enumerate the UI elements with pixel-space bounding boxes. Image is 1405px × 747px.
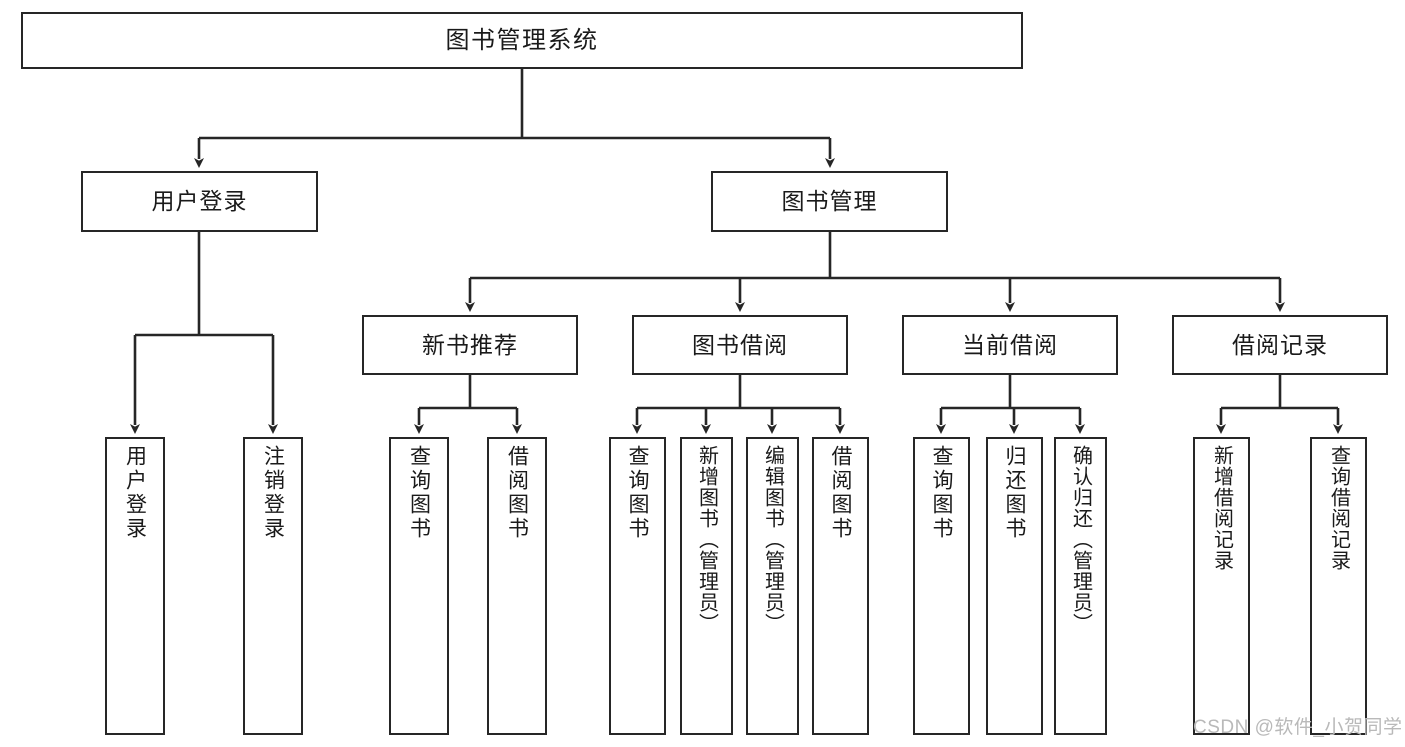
node-leaf-edit-book-admin[interactable]: 编辑图书（管理员） [746, 437, 799, 735]
node-leaf-logout[interactable]: 注销登录 [243, 437, 303, 735]
node-leaf-query-borrow-record[interactable]: 查询借阅记录 [1310, 437, 1367, 735]
node-book-manage-label: 图书管理 [781, 188, 878, 215]
node-leaf-borrow-book-1[interactable]: 借阅图书 [487, 437, 547, 735]
node-current-borrow-label: 当前借阅 [962, 331, 1058, 358]
node-leaf-add-book-admin[interactable]: 新增图书（管理员） [680, 437, 733, 735]
node-leaf-return-book[interactable]: 归还图书 [986, 437, 1043, 735]
edge-paths [130, 69, 1343, 434]
node-leaf-add-borrow-record[interactable]: 新增借阅记录 [1193, 437, 1250, 735]
node-leaf-query-book-1[interactable]: 查询图书 [389, 437, 449, 735]
node-leaf-edit-book-admin-label: 编辑图书（管理员） [761, 445, 784, 634]
node-leaf-query-book-3[interactable]: 查询图书 [913, 437, 970, 735]
node-leaf-query-book-3-label: 查询图书 [930, 445, 953, 541]
node-leaf-borrow-book-2[interactable]: 借阅图书 [812, 437, 869, 735]
node-borrow-record[interactable]: 借阅记录 [1172, 315, 1388, 375]
node-leaf-query-book-2-label: 查询图书 [626, 445, 649, 541]
node-book-borrow-label: 图书借阅 [692, 331, 788, 358]
node-borrow-record-label: 借阅记录 [1232, 331, 1328, 358]
node-user-login-label: 用户登录 [151, 188, 248, 215]
node-leaf-confirm-return-admin-label: 确认归还（管理员） [1069, 445, 1092, 634]
node-leaf-borrow-book-2-label: 借阅图书 [829, 445, 852, 541]
node-leaf-confirm-return-admin[interactable]: 确认归还（管理员） [1054, 437, 1107, 735]
node-leaf-return-book-label: 归还图书 [1003, 445, 1026, 541]
node-leaf-query-book-2[interactable]: 查询图书 [609, 437, 666, 735]
node-root[interactable]: 图书管理系统 [21, 12, 1023, 69]
node-user-login[interactable]: 用户登录 [81, 171, 318, 232]
node-leaf-user-login-label: 用户登录 [123, 445, 147, 541]
node-leaf-add-book-admin-label: 新增图书（管理员） [695, 445, 718, 634]
node-leaf-query-book-1-label: 查询图书 [407, 445, 431, 541]
node-leaf-query-borrow-record-label: 查询借阅记录 [1327, 445, 1350, 571]
node-current-borrow[interactable]: 当前借阅 [902, 315, 1118, 375]
node-book-manage[interactable]: 图书管理 [711, 171, 948, 232]
node-new-book-recommend-label: 新书推荐 [422, 331, 518, 358]
node-leaf-borrow-book-1-label: 借阅图书 [505, 445, 529, 541]
node-leaf-user-login[interactable]: 用户登录 [105, 437, 165, 735]
node-leaf-add-borrow-record-label: 新增借阅记录 [1210, 445, 1233, 571]
node-root-label: 图书管理系统 [445, 26, 599, 54]
node-new-book-recommend[interactable]: 新书推荐 [362, 315, 578, 375]
node-leaf-logout-label: 注销登录 [261, 445, 285, 541]
node-book-borrow[interactable]: 图书借阅 [632, 315, 848, 375]
